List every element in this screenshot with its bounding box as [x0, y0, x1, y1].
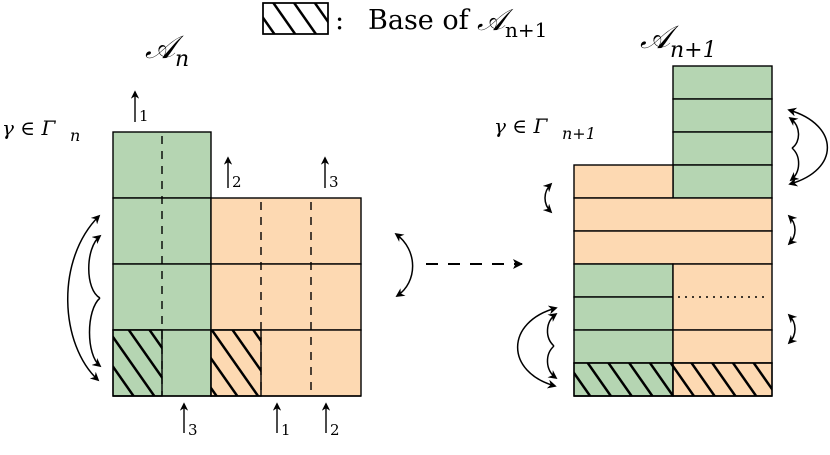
- left-title: 𝒜 n: [145, 28, 189, 72]
- right-cycle-arrows: [517, 107, 828, 389]
- left-orange-cell: [210, 263, 362, 331]
- left-gamma-subscript: n: [70, 126, 80, 145]
- right-orange-cell: [573, 164, 674, 199]
- right-tower: [573, 65, 773, 397]
- right-green-cell: [573, 263, 674, 298]
- bottom-arrow-label: 2: [330, 421, 340, 439]
- left-base-hatch-orange: [210, 329, 262, 397]
- right-gamma-subscript: n+1: [562, 124, 596, 143]
- top-arrow-label: 1: [139, 107, 149, 125]
- right-title: 𝒜 n+1: [640, 18, 717, 63]
- right-orange-cell: [672, 329, 773, 364]
- cycle-arrow-icon: [517, 305, 558, 389]
- bottom-arrow-label: 3: [188, 421, 198, 439]
- cycle-arrow-icon: [546, 312, 558, 347]
- left-orange-cell: [210, 197, 362, 265]
- top-arrow-label: 3: [329, 173, 339, 191]
- right-green-cell: [573, 296, 674, 331]
- left-tower: [112, 131, 362, 397]
- right-orange-cell: [672, 263, 773, 331]
- left-gamma-text: γ ∈ Γ: [2, 116, 56, 140]
- cycle-arrow-icon: [787, 214, 798, 246]
- cycle-arrow-icon: [788, 116, 800, 149]
- bottom-arrow-label: 1: [281, 421, 291, 439]
- legend-subscript: n+1: [505, 18, 547, 42]
- legend-text: Base of: [368, 5, 471, 36]
- cycle-arrow-icon: [787, 107, 828, 187]
- right-green-cell: [573, 329, 674, 364]
- cycle-arrow-icon: [542, 182, 553, 214]
- cycle-arrow-icon: [787, 313, 798, 345]
- left-base-hatch-green: [112, 329, 163, 397]
- legend-separator: :: [335, 5, 344, 36]
- right-green-cell: [672, 65, 773, 100]
- cycle-arrow-icon: [88, 234, 102, 299]
- left-top-arrows: 1 2 3: [130, 90, 339, 191]
- right-green-cell: [672, 131, 773, 166]
- left-cycle-arrows: [67, 214, 102, 382]
- left-bottom-arrows: 3 1 2: [179, 402, 340, 439]
- legend: : Base of 𝒜 n+1: [262, 2, 547, 42]
- right-orange-cell: [573, 197, 773, 232]
- right-green-cell: [672, 164, 773, 199]
- right-orange-cell: [573, 230, 773, 265]
- cycle-arrow-icon: [546, 345, 558, 380]
- legend-hatch-fill: [262, 2, 329, 35]
- left-gamma-label: γ ∈ Γ n: [2, 116, 80, 145]
- cycle-arrow-icon: [394, 232, 414, 298]
- cycle-arrow-icon: [67, 214, 101, 382]
- right-title-subscript: n+1: [670, 38, 717, 63]
- left-orange-cycle-arrow: [394, 232, 414, 298]
- top-arrow-label: 2: [232, 173, 242, 191]
- right-gamma-label: γ ∈ Γ n+1: [494, 114, 596, 143]
- right-gamma-text: γ ∈ Γ: [494, 114, 548, 138]
- right-green-cell: [672, 98, 773, 133]
- cycle-arrow-icon: [789, 147, 800, 182]
- cycle-arrow-icon: [88, 297, 102, 368]
- left-title-subscript: n: [175, 47, 189, 72]
